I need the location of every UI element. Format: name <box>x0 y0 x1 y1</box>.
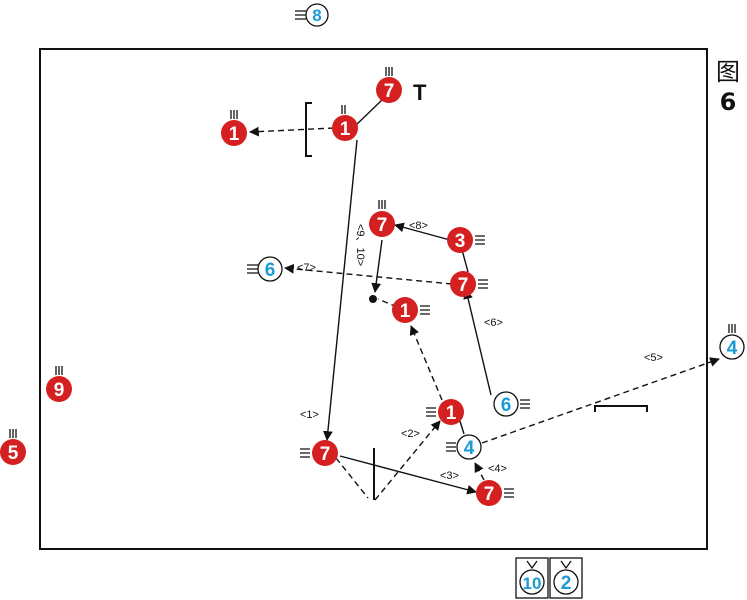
lines-mark-icon <box>341 105 346 114</box>
step-label-8: <8> <box>409 220 428 232</box>
player-red-7-mid: 7 <box>369 200 395 237</box>
step-label-2: <2> <box>401 428 420 440</box>
player-blue-2: 2 <box>549 557 583 599</box>
player-blue-4-low: 4 <box>446 434 482 460</box>
player-red-1-low: 1 <box>426 399 464 425</box>
pitch-boundary <box>39 48 708 550</box>
marker-t: T <box>413 80 427 105</box>
screen-line-right <box>594 405 648 412</box>
player-label: 7 <box>320 444 331 465</box>
player-label: 1 <box>446 403 457 424</box>
solid-moves <box>323 97 492 495</box>
player-label: 1 <box>229 124 240 145</box>
step-label-4: <4> <box>488 463 507 475</box>
player-label: 8 <box>312 6 321 25</box>
player-blue-8-top: 8 <box>295 3 329 27</box>
lines-mark-icon <box>9 429 17 438</box>
player-red-5: 5 <box>0 429 26 465</box>
player-label: 7 <box>458 275 469 296</box>
lines-mark-icon <box>520 399 530 409</box>
screen-markers <box>305 102 648 500</box>
player-blue-6-left: 6 <box>247 256 283 282</box>
lines-mark-icon <box>295 10 306 20</box>
step-label-3: <3> <box>440 470 459 482</box>
player-label: 4 <box>727 338 738 359</box>
step-label-6: <6> <box>484 317 503 329</box>
step-labels: <1> <2> <3> <4> <5> <6> <7> <8> <9、10> <box>297 220 663 482</box>
step-label-9-10: <9、10> <box>354 224 366 266</box>
figure-number: 6 <box>719 88 737 116</box>
player-label: 5 <box>8 443 19 464</box>
v-mark-icon <box>526 560 538 570</box>
player-label: 7 <box>377 215 388 236</box>
player-label: 1 <box>340 119 351 140</box>
player-red-7-low: 7 <box>300 440 338 466</box>
pass-up-to-1low <box>374 420 441 501</box>
player-blue-10: 10 <box>515 557 549 599</box>
player-label: 6 <box>501 395 512 416</box>
pass-7bottom-to-4low <box>474 462 485 481</box>
lines-mark-icon <box>504 488 514 498</box>
player-box <box>549 557 583 599</box>
bracket-top-left <box>305 102 312 157</box>
player-red-7-right: 7 <box>450 271 488 297</box>
lines-mark-icon <box>475 235 485 245</box>
player-label: 3 <box>455 231 466 252</box>
pass-4low-to-4right <box>481 357 720 444</box>
move-6low-to-7right <box>463 289 492 396</box>
player-red-7-bottom: 7 <box>476 480 514 506</box>
lines-mark-icon <box>55 366 63 375</box>
ball <box>369 295 377 303</box>
step-label-7: <7> <box>297 262 316 274</box>
player-label: 9 <box>54 380 65 401</box>
player-label: 7 <box>484 484 495 505</box>
move-7mid-down <box>371 239 383 293</box>
player-box <box>515 557 549 599</box>
players: 8 7 1 1 7 3 <box>0 3 745 599</box>
player-red-9: 9 <box>46 366 72 402</box>
player-label: 6 <box>265 260 276 281</box>
lines-mark-icon <box>247 264 258 274</box>
player-label: 2 <box>561 573 572 594</box>
player-label: 4 <box>464 438 475 459</box>
lines-mark-icon <box>478 279 488 289</box>
move-3-to-7mid <box>394 222 451 241</box>
move-7top-to-1top <box>352 97 385 129</box>
lines-mark-icon <box>420 305 430 315</box>
player-red-1-top: 1 <box>332 105 358 141</box>
dashed-passes <box>249 126 720 501</box>
v-mark-icon <box>560 560 572 570</box>
lines-mark-icon <box>385 67 393 76</box>
player-red-7-top: 7 <box>376 67 402 103</box>
figure-label: 图 <box>716 58 740 86</box>
player-blue-6-low: 6 <box>493 391 530 417</box>
player-label: 7 <box>384 81 395 102</box>
player-red-3: 3 <box>447 227 485 253</box>
lines-mark-icon <box>728 324 736 333</box>
player-red-1-left: 1 <box>221 110 247 146</box>
player-red-1-mid: 1 <box>392 297 430 323</box>
move-7low-to-7bottom <box>339 455 477 495</box>
lines-mark-icon <box>446 442 456 452</box>
step-label-1: <1> <box>300 409 319 421</box>
lines-mark-icon <box>378 200 386 209</box>
step-label-5: <5> <box>644 352 663 364</box>
lines-mark-icon <box>230 110 238 119</box>
player-label: 1 <box>400 301 411 322</box>
pass-7low-down <box>335 457 369 499</box>
lines-mark-icon <box>300 448 310 458</box>
lines-mark-icon <box>426 407 436 417</box>
player-blue-4-right: 4 <box>719 324 745 360</box>
pass-1low-to-1mid <box>409 325 443 401</box>
move-1-dribble-down <box>323 139 358 441</box>
pass-1top-to-1left <box>249 126 335 137</box>
player-label: 10 <box>523 574 542 593</box>
pass-7right-to-6left <box>284 263 453 285</box>
